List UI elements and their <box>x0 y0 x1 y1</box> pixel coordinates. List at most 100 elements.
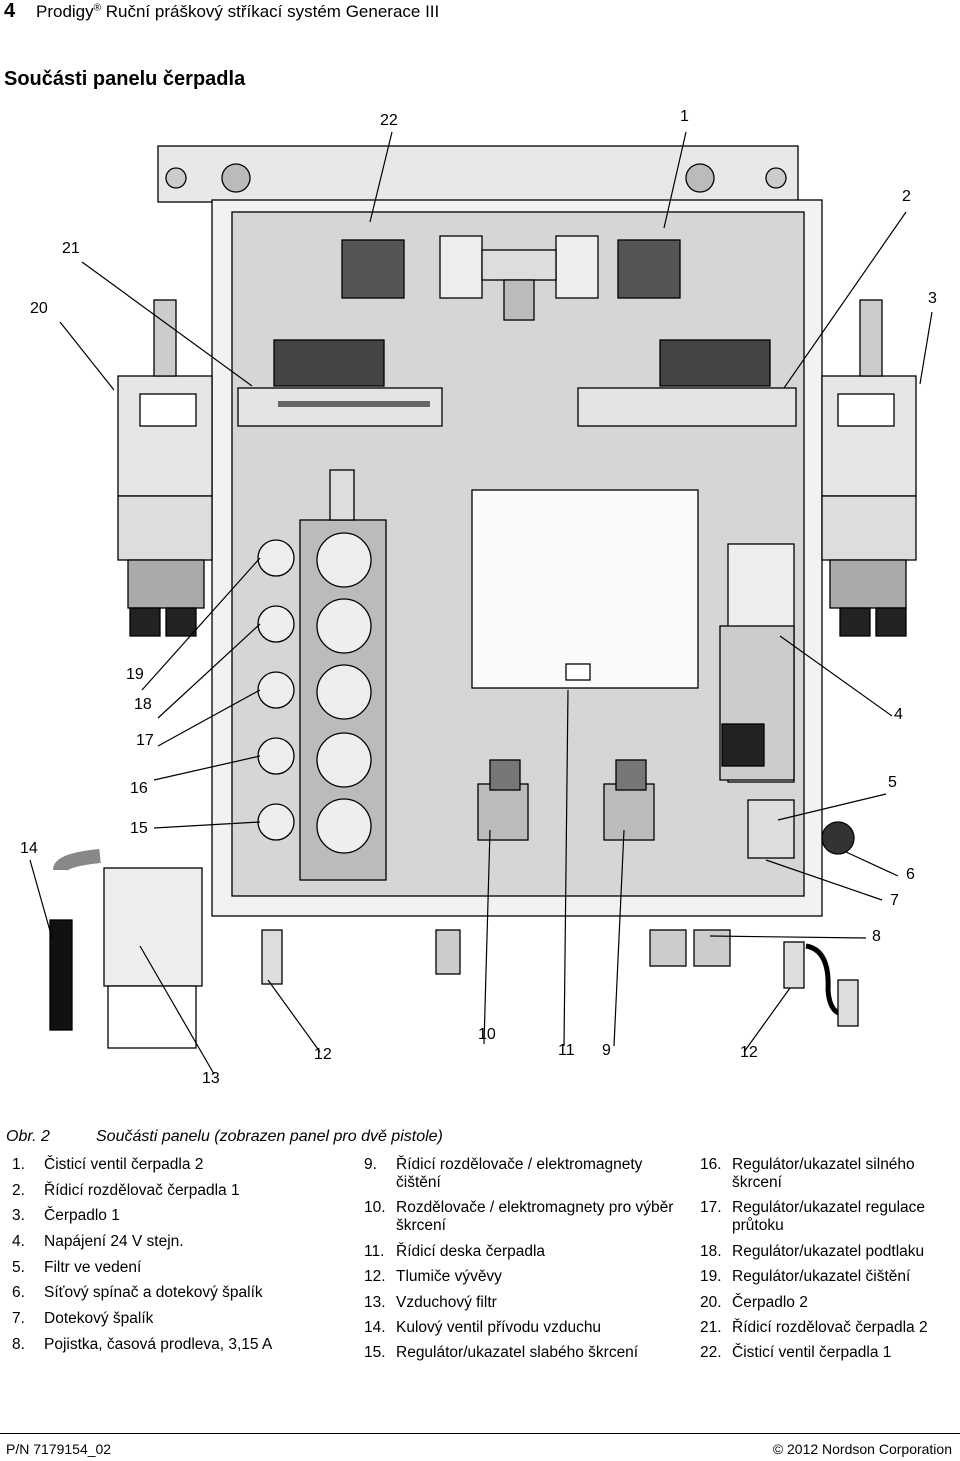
parts-list-item: 21. Řídicí rozdělovač čerpadla 2 <box>700 1319 960 1337</box>
callout-3: 3 <box>928 290 937 307</box>
pump-panel-drawing <box>29 131 933 1075</box>
registered-mark: ® <box>93 2 102 14</box>
item-description: Regulátor/ukazatel podtlaku <box>732 1242 925 1260</box>
item-description: Napájení 24 V stejn. <box>44 1233 184 1251</box>
callout-21: 21 <box>62 240 80 257</box>
callout-12-left: 12 <box>314 1046 332 1063</box>
item-number: 11. <box>364 1242 385 1260</box>
item-number: 1. <box>12 1156 25 1173</box>
footer-divider <box>0 1433 960 1434</box>
item-description: Regulátor/ukazatel silného škrcení <box>732 1156 915 1191</box>
item-number: 10. <box>364 1199 386 1217</box>
item-number: 15. <box>364 1344 386 1362</box>
item-number: 14. <box>364 1318 386 1336</box>
parts-list-item: 11. Řídicí deska čerpadla <box>364 1243 684 1261</box>
parts-list-column-1: 1. Čisticí ventil čerpadla 2 2. Řídicí rozd… <box>12 1156 332 1362</box>
document-title: Prodigy® Ruční práškový stříkací systém … <box>36 2 439 22</box>
item-description: Čerpadlo 1 <box>44 1207 120 1225</box>
figure-caption: Součásti panelu (zobrazen panel pro dvě … <box>96 1128 443 1145</box>
leader-lines <box>29 131 933 1075</box>
item-description: Regulátor/ukazatel regulace průtoku <box>732 1199 926 1235</box>
parts-list-item: 16. Regulátor/ukazatel silného škrcení <box>700 1156 960 1192</box>
item-number: 20. <box>700 1293 722 1311</box>
parts-list-item: 14. Kulový ventil přívodu vzduchu <box>364 1319 684 1337</box>
title-rest: Ruční práškový stříkací systém Generace … <box>101 2 440 21</box>
item-description: Čisticí ventil čerpadla 2 <box>44 1156 204 1173</box>
item-number: 21. <box>700 1318 722 1336</box>
parts-list-item: 17. Regulátor/ukazatel regulace průtoku <box>700 1199 960 1235</box>
item-number: 4. <box>12 1233 25 1251</box>
item-description: Řídicí rozdělovače / elektromagnety čišt… <box>396 1156 643 1191</box>
parts-list-item: 8. Pojistka, časová prodleva, 3,15 A <box>12 1336 332 1354</box>
parts-list-item: 2. Řídicí rozdělovač čerpadla 1 <box>12 1182 332 1200</box>
item-description: Filtr ve vedení <box>44 1258 142 1276</box>
item-number: 6. <box>12 1284 25 1302</box>
item-description: Regulátor/ukazatel slabého škrcení <box>396 1344 639 1362</box>
part-number: P/N 7179154_02 <box>6 1441 112 1457</box>
parts-list-item: 20. Čerpadlo 2 <box>700 1294 960 1312</box>
callout-6: 6 <box>906 866 915 883</box>
item-number: 16. <box>700 1156 722 1173</box>
callout-19: 19 <box>126 666 144 683</box>
item-description: Vzduchový filtr <box>396 1293 497 1311</box>
page-number: 4 <box>4 0 16 22</box>
item-description: Čerpadlo 2 <box>732 1293 808 1311</box>
item-number: 2. <box>12 1181 25 1199</box>
copyright: © 2012 Nordson Corporation <box>772 1441 952 1457</box>
item-description: Regulátor/ukazatel čištění <box>732 1268 911 1286</box>
parts-list-item: 3. Čerpadlo 1 <box>12 1207 332 1225</box>
callout-10: 10 <box>478 1026 496 1043</box>
parts-list-item: 6. Síťový spínač a dotekový špalík <box>12 1284 332 1302</box>
callout-15: 15 <box>130 820 148 837</box>
callout-12-right: 12 <box>740 1044 758 1061</box>
parts-list-column-3: 16. Regulátor/ukazatel silného škrcení 17.… <box>700 1156 960 1370</box>
item-description: Dotekový špalík <box>44 1310 154 1328</box>
callout-5: 5 <box>888 774 897 791</box>
parts-list-item: 1. Čisticí ventil čerpadla 2 <box>12 1156 332 1174</box>
parts-list-item: 10.Rozdělovače / elektromagnety pro výbě… <box>364 1199 684 1235</box>
item-number: 5. <box>12 1258 25 1276</box>
callout-4: 4 <box>894 706 903 723</box>
parts-list-column-2: 9. Řídicí rozdělovače / elektromagnety či… <box>364 1156 684 1370</box>
item-description: Řídicí rozdělovač čerpadla 1 <box>44 1181 240 1199</box>
item-number: 7. <box>12 1310 25 1328</box>
item-number: 12. <box>364 1268 386 1286</box>
callout-22: 22 <box>380 112 398 129</box>
item-number: 9. <box>364 1156 377 1173</box>
parts-list-item: 12. Tlumiče vývěvy <box>364 1268 684 1286</box>
callout-9: 9 <box>602 1042 611 1059</box>
item-description: Řídicí deska čerpadla <box>396 1242 546 1260</box>
callout-1: 1 <box>680 108 689 125</box>
item-description: Čisticí ventil čerpadla 1 <box>732 1344 892 1362</box>
callout-14: 14 <box>20 840 38 857</box>
callout-17: 17 <box>136 732 154 749</box>
parts-list-item: 22.Čisticí ventil čerpadla 1 <box>700 1344 960 1362</box>
item-number: 13. <box>364 1293 386 1311</box>
parts-list-item: 15. Regulátor/ukazatel slabého škrcení <box>364 1344 684 1362</box>
item-description: Tlumiče vývěvy <box>396 1268 502 1286</box>
callout-2: 2 <box>902 188 911 205</box>
figure-label: Obr. 2 <box>6 1128 50 1145</box>
item-number: 18. <box>700 1242 722 1260</box>
item-number: 3. <box>12 1207 25 1225</box>
parts-list-item: 5. Filtr ve vedení <box>12 1259 332 1277</box>
parts-list-item: 13. Vzduchový filtr <box>364 1294 684 1312</box>
callout-20: 20 <box>30 300 48 317</box>
item-description: Kulový ventil přívodu vzduchu <box>396 1318 602 1336</box>
parts-list-item: 9. Řídicí rozdělovače / elektromagnety či… <box>364 1156 684 1192</box>
title-product: Prodigy <box>36 2 94 21</box>
item-number: 19. <box>700 1268 722 1286</box>
section-title: Součásti panelu čerpadla <box>4 68 246 90</box>
item-number: 17. <box>700 1199 722 1217</box>
parts-list-item: 19. Regulátor/ukazatel čištění <box>700 1268 960 1286</box>
callout-16: 16 <box>130 780 148 797</box>
item-number: 8. <box>12 1335 25 1353</box>
parts-list-item: 4. Napájení 24 V stejn. <box>12 1233 332 1251</box>
pump-panel-figure: 22 1 2 21 3 20 19 18 17 4 16 5 15 14 6 7… <box>0 100 960 1120</box>
item-description: Pojistka, časová prodleva, 3,15 A <box>44 1335 273 1353</box>
parts-list-item: 7. Dotekový špalík <box>12 1310 332 1328</box>
item-description: Řídicí rozdělovač čerpadla 2 <box>732 1318 928 1336</box>
callout-13: 13 <box>202 1070 220 1087</box>
callout-18: 18 <box>134 696 152 713</box>
item-description: Síťový spínač a dotekový špalík <box>44 1284 263 1302</box>
